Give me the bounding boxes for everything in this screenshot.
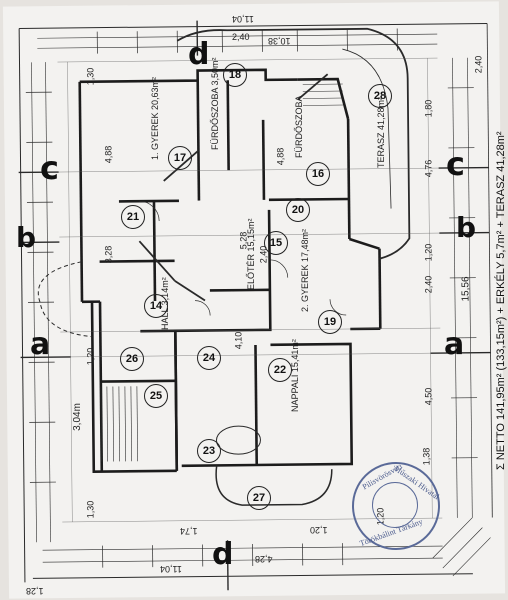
room-number-15: 15: [264, 231, 288, 255]
dimension-bottom-3: 1,74: [180, 526, 198, 536]
room-label-18: FÜRDŐSZOBA 3,50m²: [210, 57, 220, 150]
room-number-16: 16: [306, 162, 330, 186]
room-label-19: 2. GYEREK 17,48m²: [300, 228, 310, 312]
dimension-right-6: 4,50: [423, 387, 434, 406]
section-marker-b-right: b: [456, 211, 477, 244]
room-label-16: FÜRDŐSZOBA: [294, 95, 304, 158]
dimension-right-5: 15,56: [460, 276, 472, 302]
room-label-22: NAPPALI 15,41m²: [290, 339, 300, 412]
room-number-14: 14: [144, 294, 168, 318]
room-number-27: 27: [247, 486, 271, 510]
dimension-top-2: 10,38: [268, 36, 291, 46]
room-number-26: 26: [120, 347, 144, 371]
section-marker-a-left: a: [30, 327, 51, 362]
room-label-17: 1. GYEREK 20,63m²: [150, 76, 160, 160]
area-summary-note: Σ NETTO 141,95m² (133,15m²) + ERKÉLY 5,7…: [495, 131, 507, 470]
office-stamp: Pilisvörösvári Műszaki Hivatal Törökbáli…: [352, 461, 441, 550]
dimension-mid-2: 4,88: [275, 147, 286, 166]
room-label-14: HALL 3,14m²: [160, 277, 170, 330]
dimension-top-1: 2,40: [232, 32, 250, 42]
room-number-24: 24: [197, 346, 221, 370]
room-number-23: 23: [197, 439, 221, 463]
section-marker-d-bottom: d: [212, 537, 234, 572]
dimension-bottom-2: 4,28: [255, 554, 273, 564]
room-number-19: 19: [318, 310, 342, 334]
dimension-bottom-4: 1,20: [310, 525, 328, 535]
dimension-top-3: 2,40: [473, 55, 484, 74]
room-label-28: TERASZ 41,28m²: [376, 96, 386, 168]
room-label-15: ELŐTÉR 15,15m²: [246, 218, 256, 290]
section-marker-c-left: c: [40, 149, 59, 187]
room-number-22: 22: [268, 358, 292, 382]
room-number-18: 18: [223, 63, 247, 87]
section-marker-a-right: a: [444, 327, 465, 362]
room-number-20: 20: [286, 198, 310, 222]
room-number-21: 21: [121, 205, 145, 229]
room-number-28: 28: [368, 84, 392, 108]
dimension-left-6: 3,04m: [71, 403, 83, 431]
dimension-left-3: 3,28: [103, 245, 114, 264]
section-marker-b-left: b: [16, 221, 37, 254]
room-number-25: 25: [144, 384, 168, 408]
stamp-inner-ring: [372, 482, 418, 528]
section-marker-d-top: d: [188, 37, 210, 72]
dimension-right-2: 4,76: [423, 159, 434, 178]
dimension-right-4: 2,40: [423, 275, 434, 294]
dimension-right-1: 1,80: [423, 99, 434, 118]
dimension-bottom-1: 1,28: [26, 586, 44, 596]
section-marker-c-right: c: [446, 145, 465, 183]
dimension-top-total: 11,04: [232, 14, 254, 24]
dimension-bottom-total: 11,04: [160, 564, 182, 574]
dimension-mid-3: 4,10: [233, 331, 244, 350]
dimension-right-3: 1,20: [423, 243, 434, 262]
dimension-left-5: 1,30: [85, 500, 96, 519]
room-number-17: 17: [168, 146, 192, 170]
dimension-left-2: 4,88: [103, 145, 114, 164]
dimension-mid-5: 1,38: [421, 447, 432, 466]
dimension-left-4: 1,20: [85, 347, 96, 366]
dimension-left-1: 1,30: [85, 67, 96, 86]
